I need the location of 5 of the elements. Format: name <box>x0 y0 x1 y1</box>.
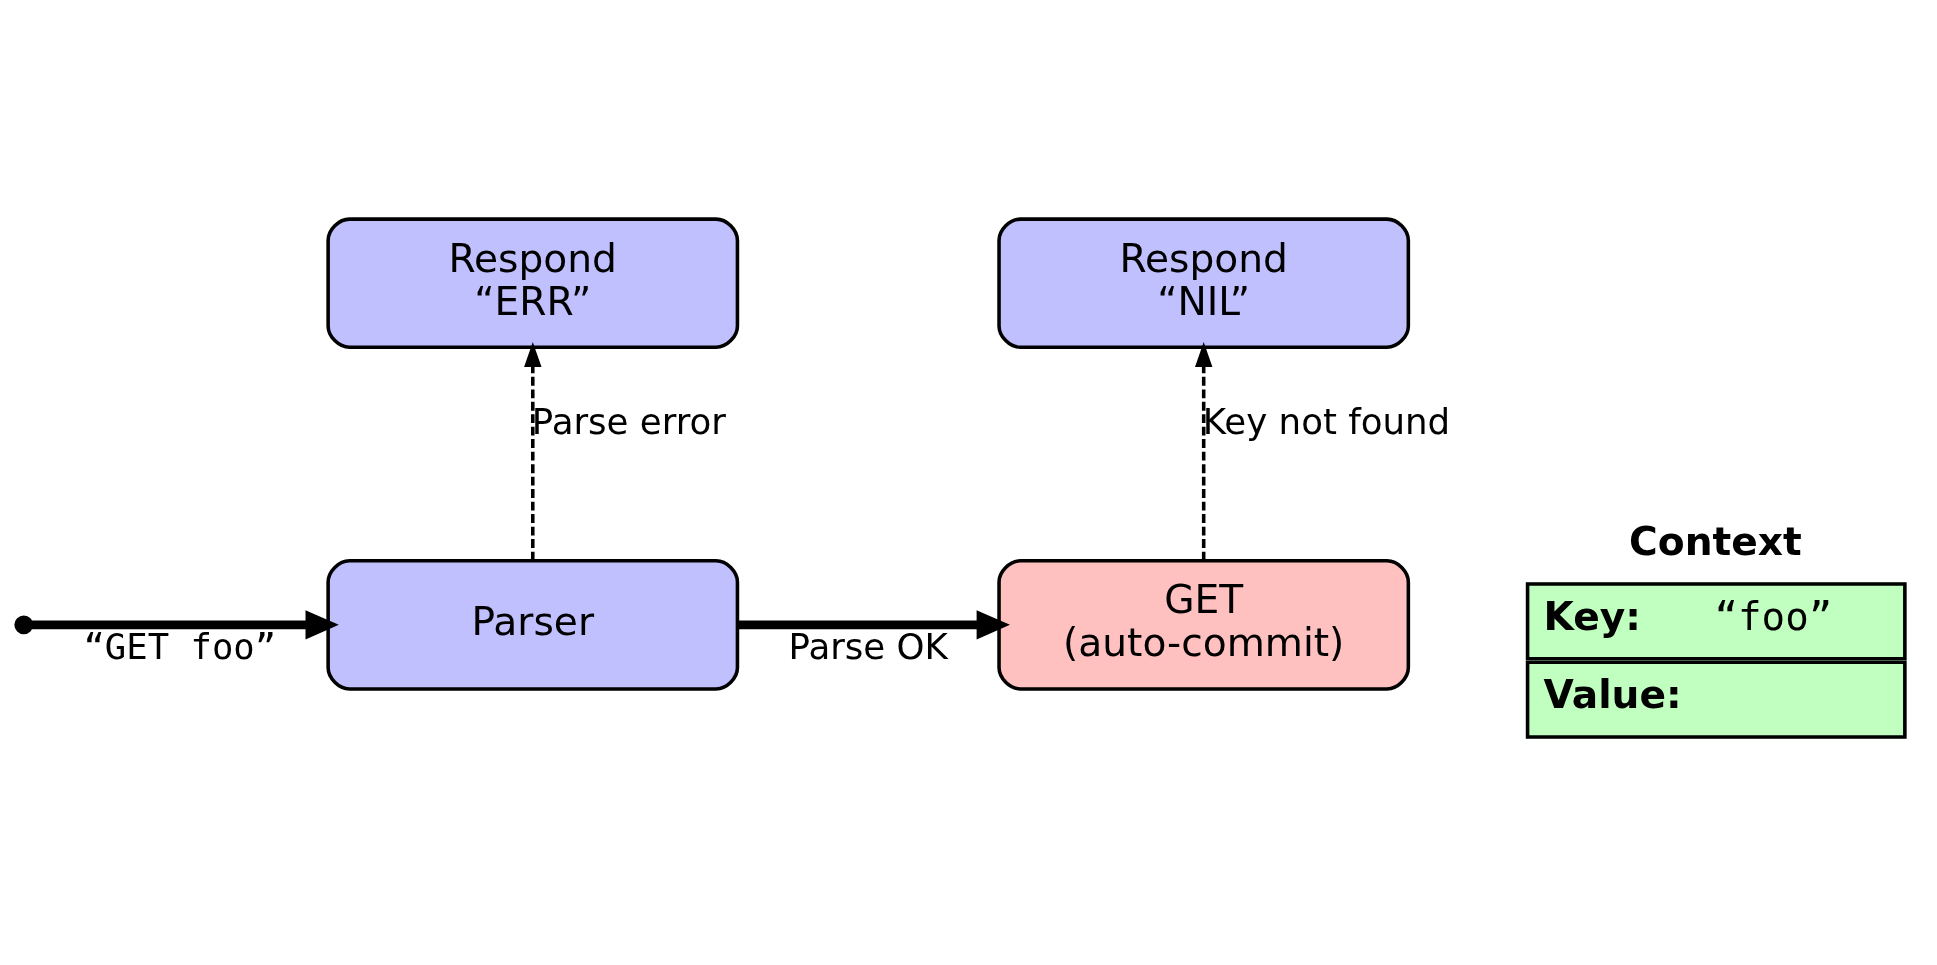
node-label: Context <box>1629 518 1802 564</box>
edge-label: “GET foo” <box>83 625 277 667</box>
edge-label: Parse OK <box>788 625 948 667</box>
edge-label: Parse error <box>531 401 726 443</box>
edge-label: Key not found <box>1202 401 1451 443</box>
